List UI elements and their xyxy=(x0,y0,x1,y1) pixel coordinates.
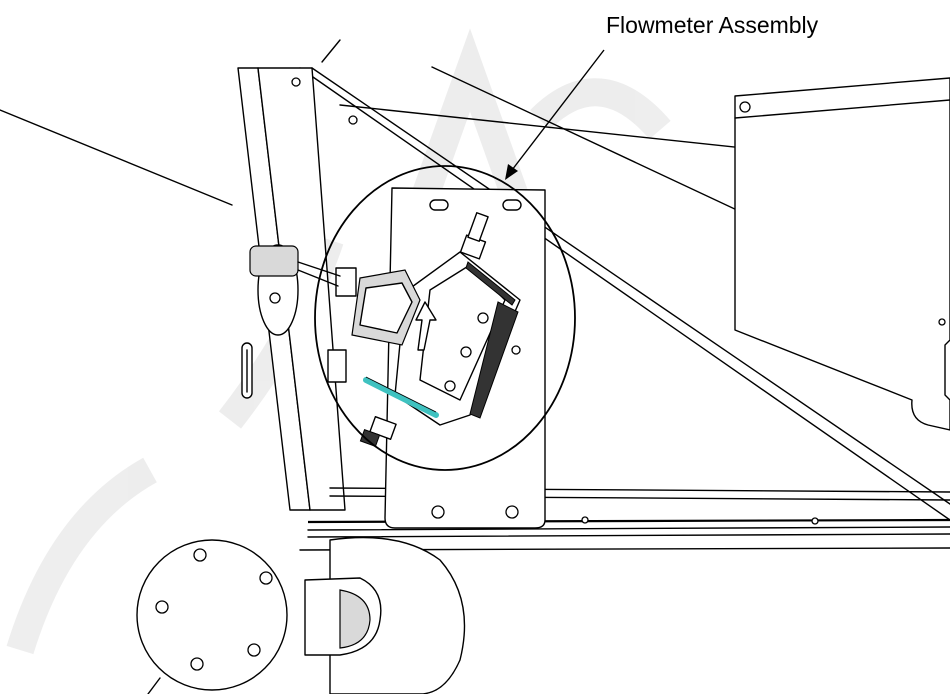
right-wheel xyxy=(304,536,466,694)
left-wheel xyxy=(136,539,288,694)
callout-ellipse xyxy=(314,165,576,471)
callout-label: Flowmeter Assembly xyxy=(606,12,819,38)
right-bracket-plate xyxy=(734,77,950,431)
leader-line xyxy=(505,49,605,180)
flowmeter-body xyxy=(249,212,521,448)
highlight-hose xyxy=(363,377,439,418)
